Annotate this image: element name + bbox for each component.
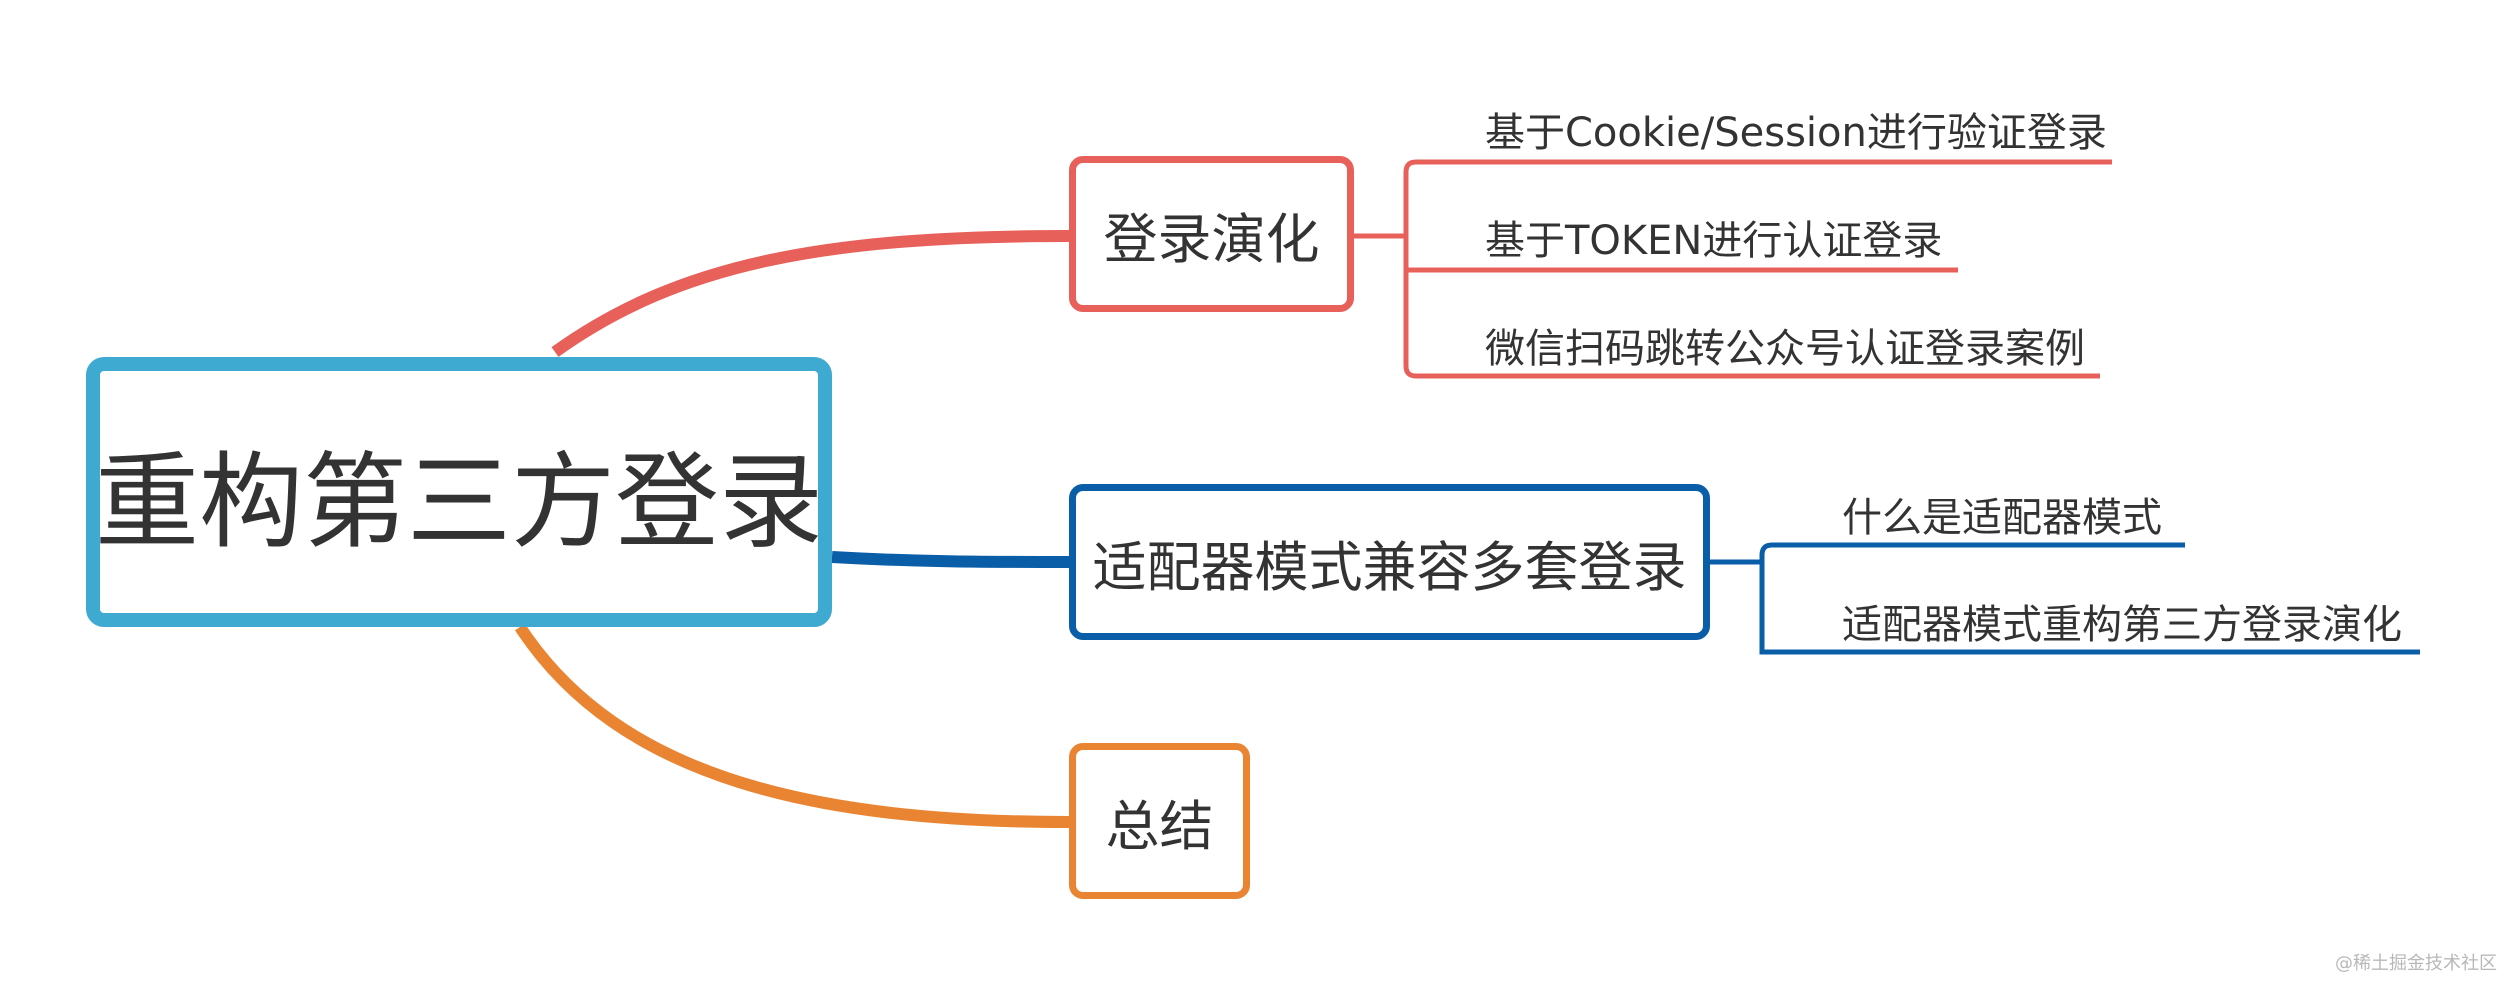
connector-root-branch-1 (551, 230, 1070, 357)
connector-root-branch-2 (831, 551, 1070, 568)
leaf-topic-what-is-adapter[interactable]: 什么是适配器模式 (1842, 495, 2162, 541)
branch-topic-adapter-pattern[interactable]: 适配器模式兼容多套登录 (1069, 484, 1710, 640)
branch-1-leaf-connectors (1354, 159, 2112, 379)
branch-topic-login-evolution[interactable]: 登录演化 (1069, 156, 1354, 312)
branch-topic-label: 登录演化 (1103, 207, 1320, 271)
connector-root-branch-3 (514, 623, 1070, 828)
leaf-topic-token[interactable]: 基于TOKEN进行认证登录 (1485, 218, 1943, 264)
root-topic[interactable]: 重构第三方登录 (86, 357, 832, 627)
branch-2-leaf-connectors (1710, 542, 2420, 655)
leaf-topic-cookie-session[interactable]: 基于Cookie/Session进行验证登录 (1485, 110, 2107, 156)
leaf-topic-adapter-refactor[interactable]: 适配器模式重构第三方登录演化 (1842, 602, 2402, 648)
branch-topic-label: 总结 (1105, 794, 1214, 858)
watermark: @稀土掘金技术社区 (2335, 953, 2497, 974)
branch-topic-label: 适配器模式兼容多套登录 (1092, 535, 1687, 599)
leaf-topic-wechat-scan[interactable]: 微信扫码跳转公众号认证登录案例 (1485, 326, 2085, 372)
branch-topic-summary[interactable]: 总结 (1069, 743, 1250, 899)
root-topic-label: 重构第三方登录 (95, 440, 824, 563)
